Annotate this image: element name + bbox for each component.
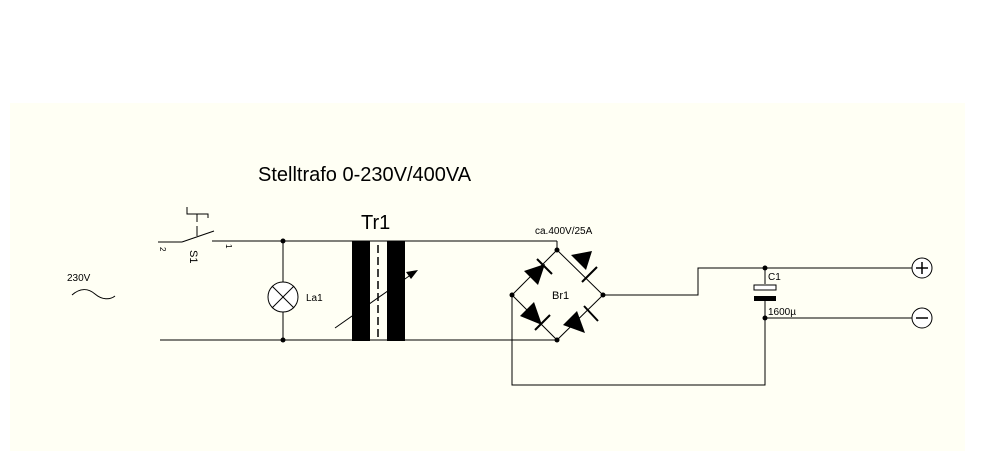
junction-dots — [280, 238, 768, 343]
bridge-diodes — [520, 251, 599, 333]
capacitor-label: C1 — [768, 272, 781, 283]
bridge-label: Br1 — [552, 290, 569, 302]
capacitor-icon — [753, 284, 777, 301]
capacitor-value: 1600µ — [768, 307, 796, 318]
bridge-rating: ca.400V/25A — [535, 226, 593, 237]
transformer-label: Tr1 — [361, 212, 390, 234]
sheet-background — [10, 103, 965, 451]
switch-pin-left: 2 — [158, 247, 167, 252]
ac-source: 230V — [67, 273, 116, 300]
transformer-icon — [334, 241, 418, 341]
switch-pin-right: 1 — [224, 244, 233, 249]
switch-s1 — [181, 207, 215, 243]
switch-label: S1 — [187, 250, 199, 263]
source-voltage-label: 230V — [67, 273, 91, 284]
minus-terminal-icon — [911, 307, 933, 329]
diagram-title: Stelltrafo 0-230V/400VA — [258, 164, 472, 186]
plus-terminal-icon — [911, 257, 933, 279]
lamp-icon — [267, 281, 299, 313]
ac-tilde-icon — [71, 289, 116, 300]
lamp-label: La1 — [306, 293, 323, 304]
